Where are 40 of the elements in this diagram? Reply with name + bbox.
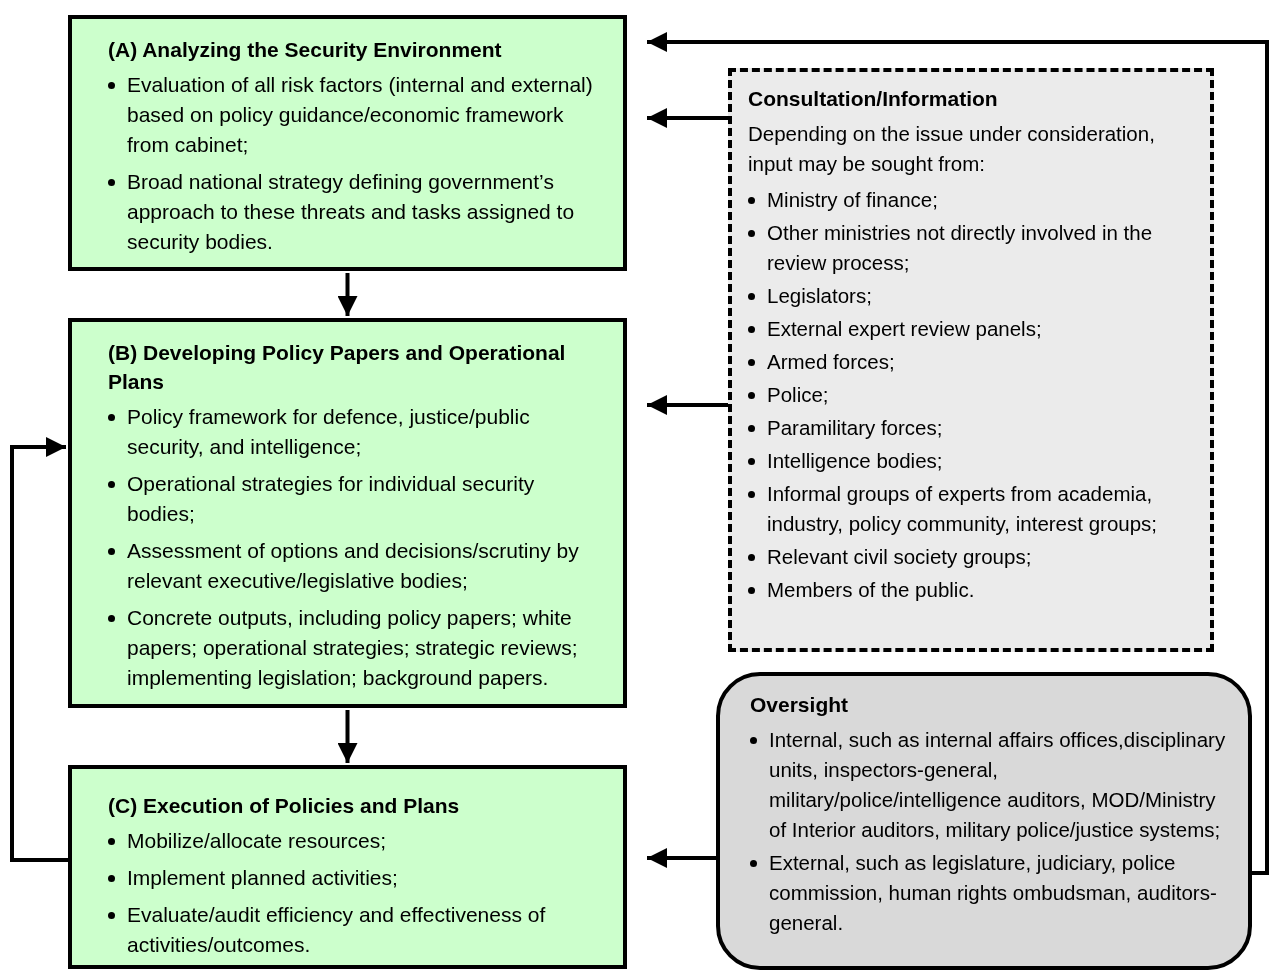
rounded-panel [716, 672, 1252, 970]
arrow [337, 273, 358, 316]
bullet-item: Concrete outputs, including policy papers; white papers; operational strategies; strategic reviews; implementing legislation; background papers. [127, 605, 579, 691]
process-box [68, 765, 627, 969]
bullet-item: Policy framework for defence, justice/public security, and intelligence; [127, 404, 531, 460]
bullet-item: Intelligence bodies; [767, 448, 944, 474]
bullet-item: Internal, such as internal affairs offices,disciplinary units, inspectors-general, military/police/intelligence auditors, MOD/Ministry of Interior auditors, military police/justice systems; [769, 727, 1227, 843]
box-heading: (C) Execution of Policies and Plans [108, 793, 461, 819]
bullet-item: Paramilitary forces; [767, 415, 944, 441]
bullet-item: Operational strategies for individual security bodies; [127, 471, 536, 527]
bullet-item: Members of the public. [767, 577, 976, 603]
bullet-item: Legislators; [767, 283, 873, 309]
bullet-item: External expert review panels; [767, 316, 1043, 342]
arrow [647, 32, 1269, 875]
arrow [647, 848, 716, 868]
bullet-item: Ministry of finance; [767, 187, 939, 213]
bullet-item: External, such as legislature, judiciary, police commission, human rights ombudsman, auditors-general. [769, 850, 1218, 936]
box-heading: (A) Analyzing the Security Environment [108, 37, 503, 63]
bullet-item: Evaluate/audit efficiency and effectiveness of activities/outcomes. [127, 902, 547, 958]
arrow [337, 710, 358, 763]
box-heading: (B) Developing Policy Papers and Operational Plans [108, 340, 567, 395]
bullet-item: Relevant civil society groups; [767, 544, 1033, 570]
bullet-item: Evaluation of all risk factors (internal and external) based on policy guidance/economic framework from cabinet; [127, 72, 594, 158]
arrow [647, 108, 728, 128]
dashed-panel [728, 68, 1214, 652]
bullet-item: Police; [767, 382, 830, 408]
bullet-item: Assessment of options and decisions/scrutiny by relevant executive/legislative bodies; [127, 538, 580, 594]
process-box [68, 15, 627, 271]
bullet-item: Armed forces; [767, 349, 896, 375]
box-heading: Oversight [750, 692, 850, 718]
process-box [68, 318, 627, 708]
bullet-item: Broad national strategy defining government’s approach to these threats and tasks assigned to security bodies. [127, 169, 576, 255]
arrow [10, 437, 68, 862]
bullet-item: Informal groups of experts from academia, industry, policy community, interest groups; [767, 481, 1159, 537]
bullet-item: Implement planned activities; [127, 865, 399, 891]
bullet-item: Other ministries not directly involved in the review process; [767, 220, 1154, 276]
intro-text: Depending on the issue under consideration, input may be sought from: [748, 121, 1156, 177]
arrow [647, 395, 728, 415]
box-heading: Consultation/Information [748, 86, 999, 112]
bullet-item: Mobilize/allocate resources; [127, 828, 388, 854]
